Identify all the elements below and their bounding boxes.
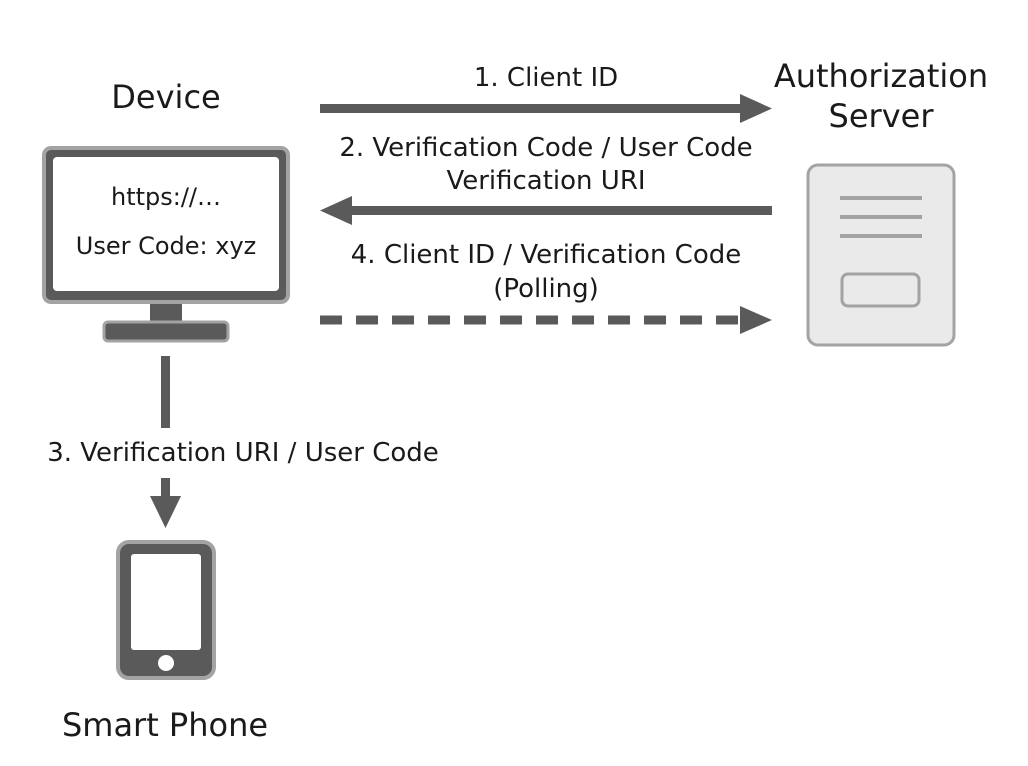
step4-label-line2: (Polling)	[493, 274, 599, 304]
screen-user-code-text: User Code: xyz	[76, 232, 257, 260]
step1-label: 1. Client ID	[474, 63, 618, 93]
monitor-icon	[42, 146, 290, 343]
phone-title: Smart Phone	[62, 706, 268, 744]
screen-url-text: https://…	[111, 183, 221, 211]
server-title-line2: Server	[829, 97, 935, 135]
step2-arrow	[320, 196, 772, 225]
step2-label-line1: 2. Verification Code / User Code	[339, 133, 752, 163]
smartphone-icon	[116, 540, 216, 680]
step3-label: 3. Verification URI / User Code	[47, 438, 439, 468]
step4-dashed-arrow	[320, 306, 772, 334]
server-icon	[806, 163, 956, 347]
device-title: Device	[111, 78, 220, 116]
step3-arrow	[150, 356, 181, 528]
step4-label-line1: 4. Client ID / Verification Code	[351, 240, 742, 270]
step2-label-line2: Verification URI	[446, 166, 645, 196]
step1-arrow	[320, 94, 772, 123]
server-title-line1: Authorization	[774, 57, 988, 95]
